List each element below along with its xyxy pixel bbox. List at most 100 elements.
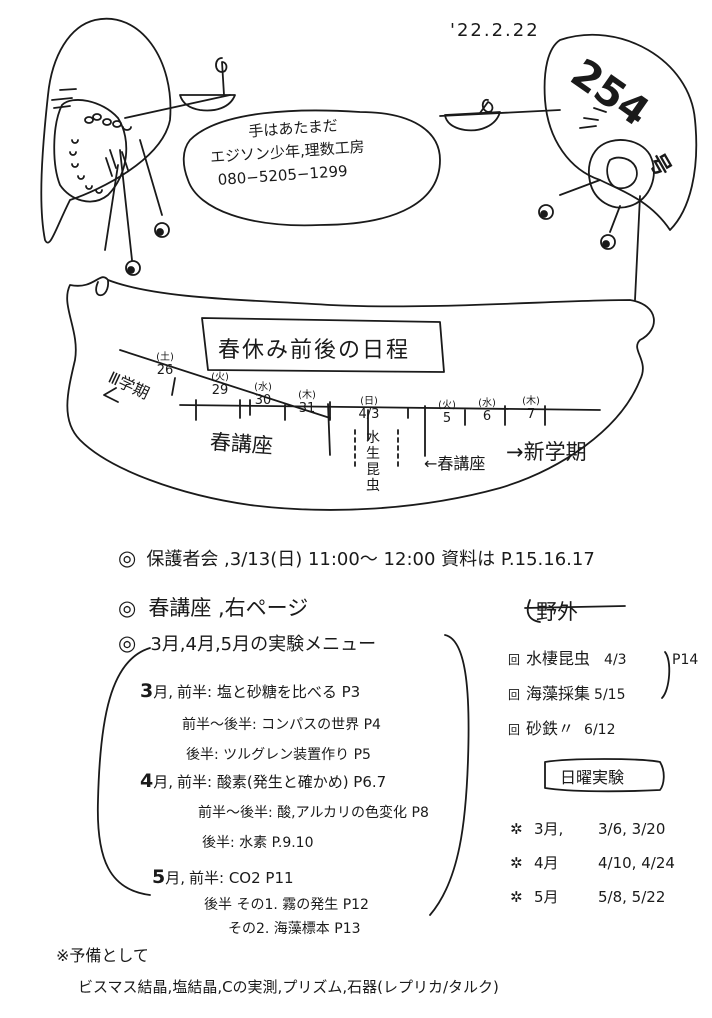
sunday-list: ✲ 3月, 3/6, 3/20 ✲ 4月 4/10, 4/24 ✲ 5月 5/8, 5/22 bbox=[510, 812, 675, 914]
menu-item: 前半: CO2 P11 bbox=[189, 869, 294, 887]
outdoor-date: 4/3 bbox=[604, 652, 627, 668]
timeline-day-30: (水) 30 bbox=[248, 378, 278, 408]
issue-date: '22.2.22 bbox=[450, 20, 540, 41]
menu-item: 後半: 水素 P.9.10 bbox=[202, 835, 314, 851]
weekday: (日) bbox=[360, 396, 378, 407]
timeline-day-29: (火) 29 bbox=[205, 368, 235, 398]
outdoor-name: 砂鉄〃 bbox=[526, 719, 575, 738]
weekday: (火) bbox=[438, 400, 456, 411]
sunday-month: 3月, bbox=[534, 820, 564, 838]
menu-item: その2. 海藻標本 P13 bbox=[228, 921, 361, 937]
weekday: (木) bbox=[298, 390, 316, 401]
insect-char: 虫 bbox=[366, 478, 380, 494]
month-label: 月, bbox=[153, 683, 174, 701]
sunday-month: 4月 bbox=[534, 854, 559, 872]
month-number: 5 bbox=[152, 866, 166, 888]
weekday: (木) bbox=[522, 396, 540, 407]
weekday: (水) bbox=[254, 382, 272, 393]
schedule-banner bbox=[66, 276, 655, 511]
notice-parents-meeting: ◎ 保護者会 ,3/13(日) 11:00〜 12:00 資料は P.15.16.… bbox=[118, 545, 595, 571]
insect-char: 昆 bbox=[366, 462, 380, 478]
schedule-title: 春休み前後の日程 bbox=[218, 338, 411, 363]
timeline-day-26: (土) 26 bbox=[150, 348, 180, 378]
outdoor-mark: 回 bbox=[508, 653, 521, 667]
notice-text: 保護者会 ,3/13(日) 11:00〜 12:00 資料は P.15.16.1… bbox=[146, 549, 595, 570]
sunday-dates: 4/10, 4/24 bbox=[598, 854, 675, 872]
spring-course-after: ←春講座 bbox=[424, 454, 486, 473]
day: 30 bbox=[254, 393, 272, 408]
outdoor-name: 水棲昆虫 bbox=[526, 649, 591, 668]
notice-mark: ◎ bbox=[118, 631, 137, 655]
timeline-day-5: (火) 5 bbox=[432, 396, 462, 426]
menu-item: 後半 その1. 霧の発生 P12 bbox=[204, 897, 369, 913]
notice-spring-course: ◎ 春講座 ,右ページ bbox=[118, 592, 308, 622]
spring-course-before: 春講座 bbox=[209, 429, 274, 459]
contact-cloud bbox=[182, 109, 441, 227]
sunday-title: 日曜実験 bbox=[560, 768, 625, 787]
menu-item: 前半〜後半: コンパスの世界 P4 bbox=[182, 717, 381, 733]
menu-month-4: 4月,前半: 酸素(発生と確かめ) P6.7 前半〜後半: 酸,アルカリの色変化… bbox=[140, 770, 429, 852]
outdoor-item: 回水棲昆虫 4/3 bbox=[508, 642, 627, 677]
weekday: (水) bbox=[478, 398, 496, 409]
sunday-dates: 5/8, 5/22 bbox=[598, 888, 666, 906]
notice-text: 3月,4月,5月の実験メニュー bbox=[150, 634, 377, 655]
month-number: 3 bbox=[140, 680, 154, 702]
sunday-dates: 3/6, 3/20 bbox=[598, 820, 666, 838]
sunday-row: ✲ 5月 5/8, 5/22 bbox=[510, 880, 675, 914]
sunday-mark: ✲ bbox=[510, 854, 523, 872]
timeline-day-6: (水) 6 bbox=[472, 394, 502, 424]
reserve-text: ビスマス結晶,塩結晶,Cの実測,プリズム,石器(レプリカ/タルク) bbox=[78, 978, 499, 996]
left-balloon bbox=[40, 17, 172, 244]
menu-month-heading: 3月,前半: 塩と砂糖を比べる P3 bbox=[140, 680, 381, 702]
day: 6 bbox=[482, 409, 492, 424]
month-label: 月, bbox=[165, 869, 186, 887]
weekday: (火) bbox=[211, 372, 229, 383]
outdoor-date: 6/12 bbox=[584, 722, 616, 738]
sunday-month: 5月 bbox=[534, 888, 559, 906]
outdoor-title: 野外 bbox=[536, 600, 578, 624]
insect-char: 生 bbox=[366, 446, 380, 462]
day: 4/3 bbox=[358, 407, 380, 422]
day: 7 bbox=[526, 407, 536, 422]
menu-item: 前半: 酸素(発生と確かめ) P6.7 bbox=[177, 773, 387, 791]
right-balloon bbox=[543, 33, 698, 231]
menu-item: 前半〜後半: 酸,アルカリの色変化 P8 bbox=[198, 805, 429, 821]
sunday-row: ✲3月,3/6, 3/20 bbox=[510, 812, 675, 846]
timeline-day-7: (木) 7 bbox=[516, 392, 546, 422]
day: 5 bbox=[442, 411, 452, 426]
notice-experiment-menu: ◎ 3月,4月,5月の実験メニュー bbox=[118, 630, 376, 656]
menu-item: 前半: 塩と砂糖を比べる P3 bbox=[177, 683, 361, 701]
weekday: (土) bbox=[156, 352, 174, 363]
outdoor-name: 海藻採集 bbox=[526, 684, 591, 703]
reserve-title: ※予備として bbox=[56, 946, 149, 965]
timeline-day-31: (木) 31 bbox=[292, 386, 322, 416]
menu-month-heading: 5月,前半: CO2 P11 bbox=[152, 866, 369, 888]
day: 26 bbox=[156, 363, 174, 378]
notice-text: 春講座 ,右ページ bbox=[148, 596, 309, 620]
notice-mark: ◎ bbox=[118, 546, 137, 570]
month-number: 4 bbox=[140, 770, 154, 792]
insect-label: 水 生 昆 虫 bbox=[364, 430, 382, 494]
outdoor-date: 5/15 bbox=[594, 687, 626, 703]
menu-month-heading: 4月,前半: 酸素(発生と確かめ) P6.7 bbox=[140, 770, 429, 792]
day: 29 bbox=[211, 383, 229, 398]
outdoor-mark: 回 bbox=[508, 688, 521, 702]
outdoor-item: 回砂鉄〃 6/12 bbox=[508, 712, 627, 747]
contact-block: 手はあたまだ エジソン少年,理数工房 080−5205−1299 bbox=[208, 113, 367, 193]
new-term-label: →新学期 bbox=[506, 440, 587, 464]
insect-char: 水 bbox=[366, 430, 380, 446]
timeline-day-4-3: (日) 4/3 bbox=[352, 392, 386, 422]
day: 31 bbox=[298, 401, 316, 416]
menu-item: 後半: ツルグレン装置作り P5 bbox=[186, 747, 371, 763]
outdoor-mark: 回 bbox=[508, 723, 521, 737]
sunday-row: ✲ 4月 4/10, 4/24 bbox=[510, 846, 675, 880]
month-label: 月, bbox=[153, 773, 174, 791]
notice-mark: ◎ bbox=[118, 596, 137, 620]
menu-month-5: 5月,前半: CO2 P11 後半 その1. 霧の発生 P12 その2. 海藻標… bbox=[152, 866, 369, 938]
outdoor-page-ref: P14 bbox=[672, 652, 699, 668]
menu-month-3: 3月,前半: 塩と砂糖を比べる P3 前半〜後半: コンパスの世界 P4 後半:… bbox=[140, 680, 381, 764]
sunday-mark: ✲ bbox=[510, 888, 523, 906]
